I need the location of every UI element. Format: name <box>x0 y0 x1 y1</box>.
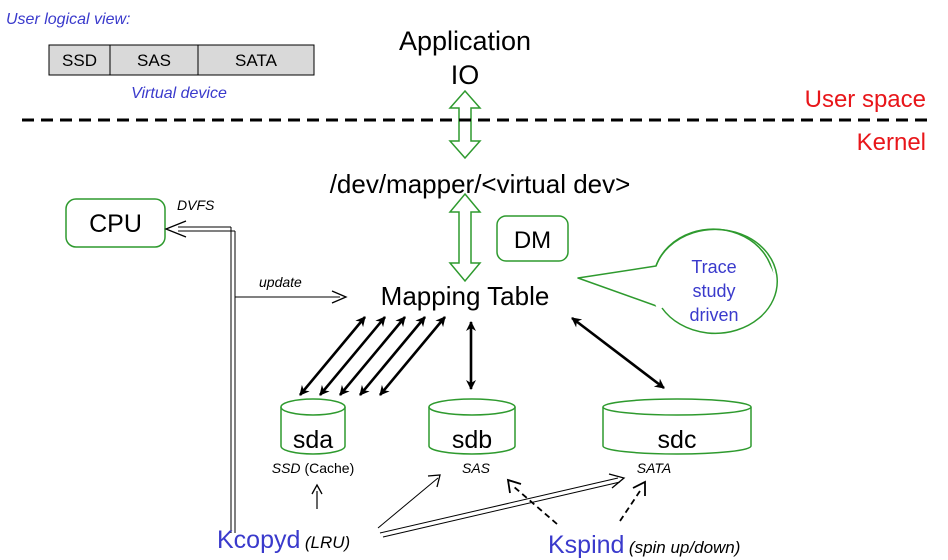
disk-sdb-label: sdb <box>452 426 492 454</box>
bubble-line-3: driven <box>689 305 738 325</box>
cpu-box <box>65 198 166 248</box>
disk-sdc: sdc <box>602 398 752 455</box>
segment-sata: SATA <box>235 51 278 70</box>
disk-sda-caption: SSD (Cache) <box>272 460 354 476</box>
user-space-label: User space <box>805 86 926 113</box>
update-label: update <box>259 274 302 290</box>
io-label: IO <box>451 60 480 90</box>
kernel-label: Kernel <box>857 129 926 156</box>
kspind-name: Kspind <box>548 531 624 559</box>
virtual-device-caption: Virtual device <box>131 85 227 102</box>
disk-sdb-type: SAS <box>462 460 491 476</box>
bubble-line-1: Trace <box>691 257 736 277</box>
bubble-line-2: study <box>692 281 735 301</box>
application-label: Application <box>399 26 531 56</box>
segment-sas: SAS <box>137 51 171 70</box>
dvfs-label: DVFS <box>177 197 215 213</box>
disk-sda: sda <box>280 398 346 455</box>
mapper-path-label: /dev/mapper/<virtual dev> <box>330 169 631 199</box>
table-sda-arrows <box>299 316 446 396</box>
disk-sdc-label: sdc <box>658 426 697 454</box>
mapping-table-label: Mapping Table <box>381 281 550 311</box>
kspind-note: (spin up/down) <box>629 538 741 557</box>
segment-ssd: SSD <box>62 51 97 70</box>
table-sdc-arrow <box>571 316 665 390</box>
disk-sdb: sdb <box>428 398 516 455</box>
disk-sda-type: SSD <box>272 460 301 476</box>
app-mapper-double-arrow <box>448 89 482 160</box>
trace-study-bubble: Trace study driven <box>577 228 778 340</box>
disk-sdc-type: SATA <box>637 460 672 476</box>
dm-box <box>496 215 569 262</box>
kcopyd-note: (LRU) <box>305 533 350 552</box>
disk-sda-label: sda <box>293 426 333 454</box>
cpu-label: CPU <box>89 210 142 238</box>
mapper-table-double-arrow <box>448 192 482 283</box>
kcopyd-arrows <box>311 473 626 538</box>
user-view-title: User logical view: <box>6 11 130 28</box>
kcopyd-feedback-lines <box>164 220 348 533</box>
kcopyd-name: Kcopyd <box>217 526 300 554</box>
kspind-arrows <box>506 478 646 525</box>
kcopyd-label: Kcopyd (LRU) <box>217 526 350 554</box>
kspind-label: Kspind (spin up/down) <box>548 531 740 559</box>
disk-sda-note: (Cache) <box>304 460 354 476</box>
dm-label: DM <box>514 227 551 254</box>
virtual-device-bar: SSD SAS SATA <box>48 44 315 76</box>
